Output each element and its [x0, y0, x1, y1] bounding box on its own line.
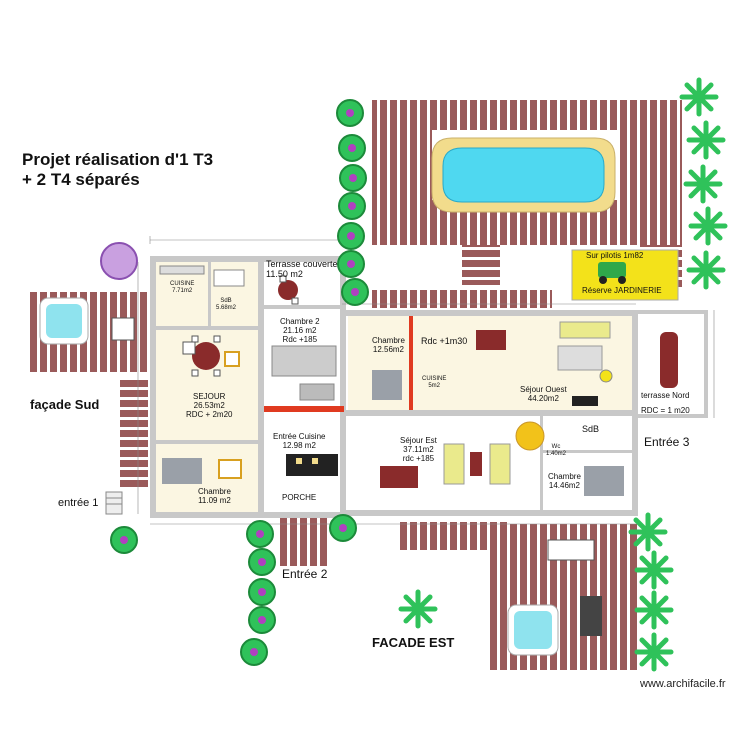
- furniture: [111, 265, 678, 636]
- dimension-lines: [137, 236, 715, 525]
- garden-plants: [100, 77, 728, 672]
- shrub-flower: [349, 174, 357, 182]
- shrub-flower: [347, 260, 355, 268]
- palm-tree: [634, 590, 674, 630]
- reserve-label: Réserve JARDINERIE: [582, 286, 662, 295]
- sdb-right-label: SdB: [582, 424, 600, 434]
- shrub-flower: [348, 144, 356, 152]
- sejour-est-label: Séjour Est 37.11m2 rdc +185: [400, 436, 437, 464]
- entree-cuisine-label: Entrée Cuisine 12.98 m2: [273, 432, 326, 451]
- palm-tree: [688, 206, 728, 246]
- entree1-label: entrée 1: [58, 497, 99, 509]
- entree2-label: Entrée 2: [282, 567, 328, 581]
- sejour-ouest-label: Séjour Ouest 44.20m2: [520, 385, 567, 404]
- shrub-flower: [258, 588, 266, 596]
- shrub-flower: [120, 536, 128, 544]
- flower-bush: [100, 242, 138, 280]
- palm-tree: [628, 512, 668, 552]
- title-line-1: Projet réalisation d'1 T3: [22, 150, 214, 169]
- deck-entree2: [277, 516, 329, 566]
- entree1-steps: [105, 491, 123, 515]
- spa-sud: [39, 297, 89, 345]
- shrub-flower: [347, 232, 355, 240]
- porche-label: PORCHE: [282, 493, 317, 502]
- palm-tree: [634, 550, 674, 590]
- shrub-flower: [346, 109, 354, 117]
- terrasse-nord-label: terrasse Nord RDC = 1 m20: [641, 391, 690, 416]
- watermark-link: www.archifacile.fr: [640, 678, 726, 690]
- pool: [431, 137, 616, 213]
- shrub-flower: [256, 530, 264, 538]
- page-title: Projet réalisation d'1 T3 + 2 T4 séparés: [22, 150, 282, 189]
- deck-path-north: [372, 290, 552, 308]
- rdc-1m30-label: Rdc +1m30: [421, 336, 468, 346]
- chambre2-label: Chambre 2 21.16 m2 Rdc +185: [280, 317, 320, 345]
- shrub-flower: [351, 288, 359, 296]
- reserve-jardinerie: [571, 249, 679, 301]
- facade-est-label: FACADE EST: [372, 635, 455, 650]
- shrub-flower: [348, 202, 356, 210]
- palm-tree: [398, 589, 438, 629]
- chambre-ouest-label: Chambre 12.56m2: [372, 336, 405, 355]
- facade-sud-label: façade Sud: [30, 397, 100, 412]
- palm-tree: [686, 250, 726, 290]
- terrasse-couverte-label: Terrasse couverte 11.50 m2: [266, 259, 338, 280]
- sejour-sud-label: SEJOUR 26.53m2 RDC + 2m20: [186, 392, 233, 420]
- spa-est: [507, 604, 559, 656]
- pilotis-label: Sur pilotis 1m82: [586, 251, 644, 260]
- chambre-est-label: Chambre 14.46m2: [548, 472, 581, 491]
- shrub-flower: [339, 524, 347, 532]
- palm-tree: [679, 77, 719, 117]
- palm-tree: [683, 164, 723, 204]
- shrub-flower: [258, 558, 266, 566]
- palm-tree: [686, 120, 726, 160]
- shrub-flower: [258, 616, 266, 624]
- chambre-sud-label: Chambre 11.09 m2: [198, 487, 231, 506]
- shrub-flower: [250, 648, 258, 656]
- entree3-label: Entrée 3: [644, 435, 690, 449]
- title-line-2: + 2 T4 séparés: [22, 169, 140, 189]
- palm-tree: [634, 632, 674, 672]
